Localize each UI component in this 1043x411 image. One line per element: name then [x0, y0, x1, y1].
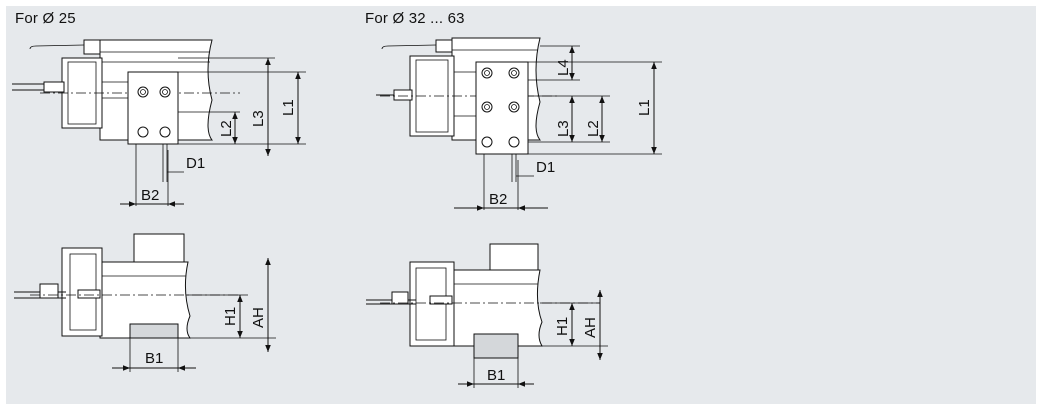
label-b1-left: B1: [145, 350, 163, 367]
caption-dia-32-63: For Ø 32 ... 63: [365, 10, 465, 27]
label-d1-left: D1: [186, 155, 205, 172]
label-h1-right: H1: [554, 317, 571, 336]
label-l2-left: L2: [218, 120, 235, 137]
label-l1-right: L1: [636, 99, 653, 116]
label-l3-left: L3: [250, 110, 267, 127]
view-d32-63-top: [376, 37, 662, 211]
label-ah-left: AH: [250, 307, 267, 328]
caption-dia-25: For Ø 25: [15, 10, 76, 27]
view-d25-top: [12, 39, 306, 207]
label-l4-right: L4: [555, 59, 572, 76]
view-d32-63-side: [366, 243, 608, 388]
label-d1-right: D1: [536, 159, 555, 176]
label-h1-left: H1: [222, 307, 239, 326]
label-b2-left: B2: [141, 187, 159, 204]
label-l1-left: L1: [280, 99, 297, 116]
view-d25-side: [14, 233, 276, 372]
label-l3-right: L3: [555, 120, 572, 137]
label-b1-right: B1: [487, 367, 505, 384]
label-ah-right: AH: [582, 317, 599, 338]
label-l2-right: L2: [585, 120, 602, 137]
label-b2-right: B2: [489, 191, 507, 208]
